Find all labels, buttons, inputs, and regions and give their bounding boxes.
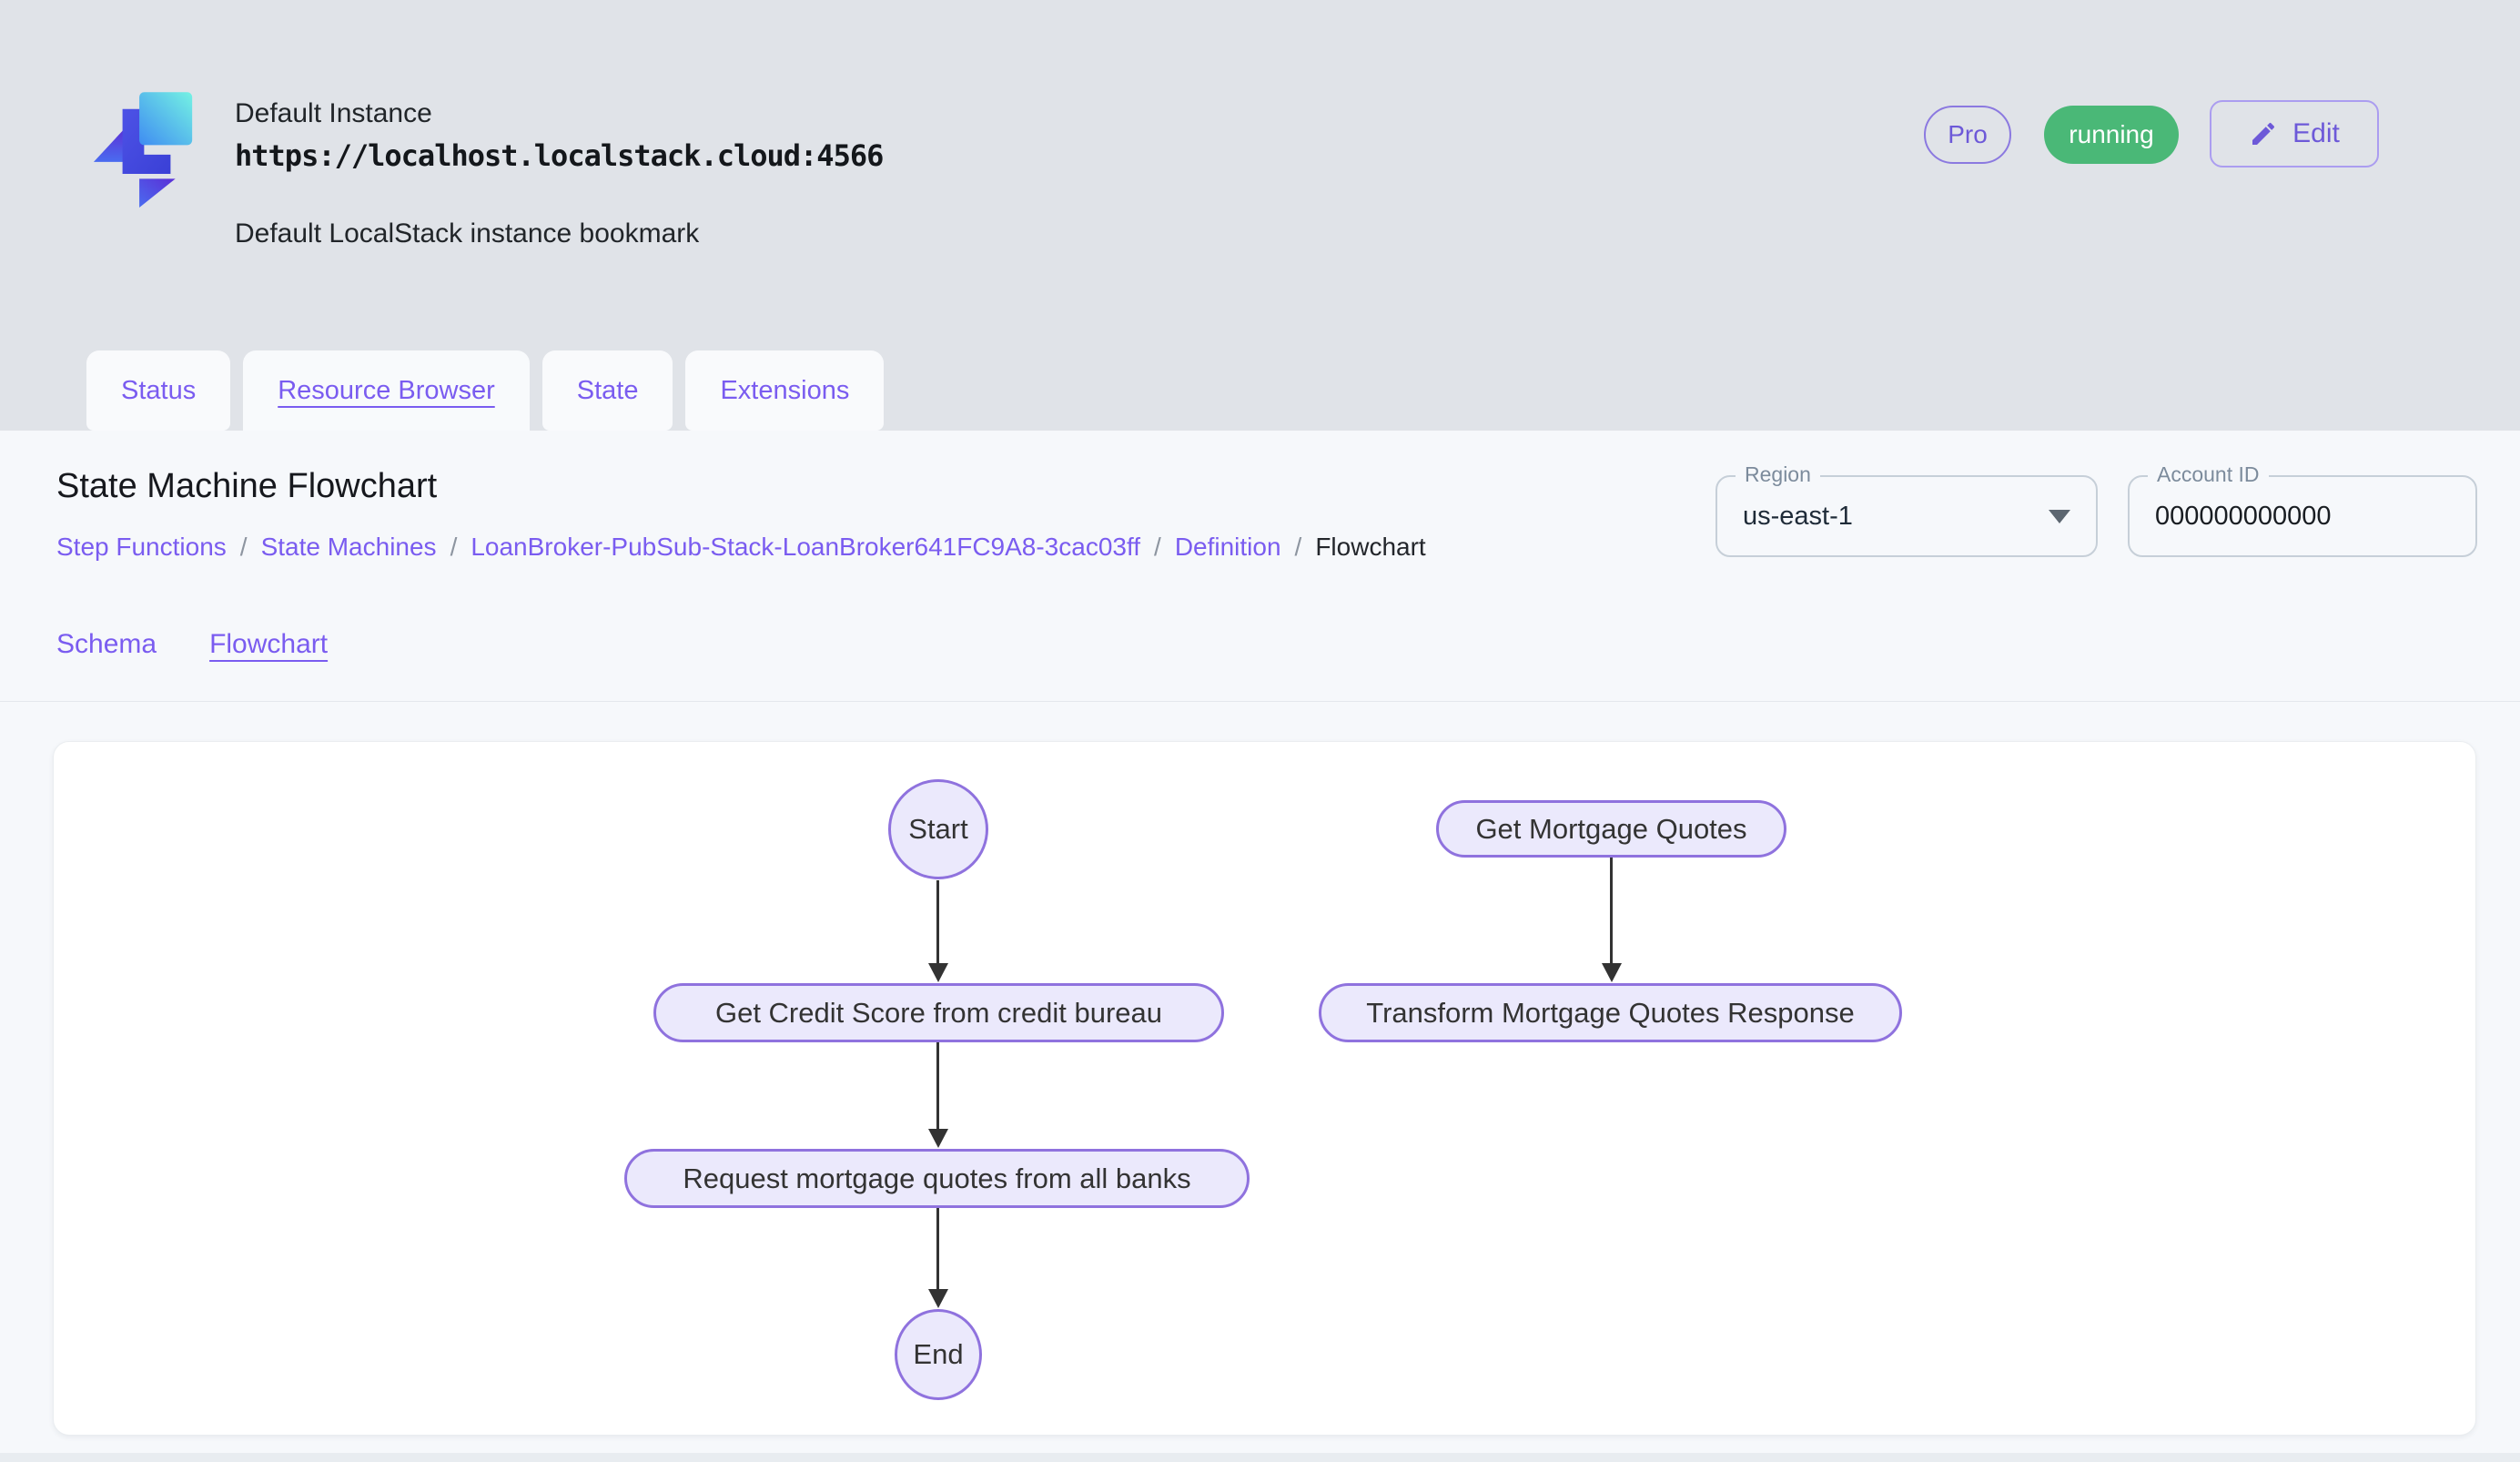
instance-name: Default Instance [235, 98, 432, 128]
page-title: State Machine Flowchart [56, 467, 438, 505]
region-select-value: us-east-1 [1743, 502, 1853, 531]
localstack-logo [86, 87, 207, 208]
flow-node-get-credit-score-label: Get Credit Score from credit bureau [714, 996, 1163, 1029]
breadcrumb-separator: / [1154, 533, 1161, 561]
flow-edge-line [936, 880, 939, 964]
edit-button-label: Edit [2292, 118, 2340, 148]
edit-button[interactable]: Edit [2210, 100, 2379, 168]
flow-node-request-quotes: Request mortgage quotes from all banks [624, 1149, 1250, 1208]
breadcrumb: Step Functions / State Machines / LoanBr… [56, 533, 1426, 562]
tab-extensions-label: Extensions [720, 375, 850, 405]
pro-badge[interactable]: Pro [1924, 106, 2011, 164]
region-select-label: Region [1736, 462, 1820, 487]
flow-node-start: Start [888, 779, 988, 879]
flow-node-request-quotes-label: Request mortgage quotes from all banks [683, 1162, 1191, 1194]
flow-arrowhead-icon [928, 1289, 948, 1308]
tab-extensions[interactable]: Extensions [685, 350, 885, 431]
breadcrumb-step-functions[interactable]: Step Functions [56, 533, 227, 561]
breadcrumb-separator: / [239, 533, 248, 561]
account-id-label: Account ID [2148, 462, 2269, 487]
instance-description: Default LocalStack instance bookmark [235, 218, 700, 249]
flow-node-get-credit-score: Get Credit Score from credit bureau [653, 983, 1224, 1042]
instance-url: https://localhost.localstack.cloud:4566 [235, 138, 884, 173]
breadcrumb-state-machines[interactable]: State Machines [260, 533, 437, 561]
subtab-flowchart[interactable]: Flowchart [209, 629, 329, 659]
flow-arrowhead-icon [928, 963, 948, 982]
flow-edge-line [1610, 858, 1613, 964]
tab-status-label: Status [121, 375, 197, 405]
flow-node-start-label: Start [908, 813, 968, 845]
breadcrumb-separator: / [1294, 533, 1302, 561]
region-select[interactable]: Region us-east-1 [1715, 462, 2098, 557]
content-panel: State Machine Flowchart Step Functions /… [0, 431, 2520, 1462]
definition-subtabs: Schema Flowchart [56, 629, 328, 665]
main-tab-bar: Status Resource Browser State Extensions [86, 350, 885, 431]
breadcrumb-state-machine-id[interactable]: LoanBroker-PubSub-Stack-LoanBroker641FC9… [471, 533, 1141, 561]
breadcrumb-separator: / [450, 533, 458, 561]
breadcrumb-definition[interactable]: Definition [1174, 533, 1281, 561]
breadcrumb-flowchart: Flowchart [1315, 533, 1426, 561]
pencil-icon [2252, 122, 2275, 145]
status-badge: running [2044, 106, 2179, 164]
flow-arrowhead-icon [928, 1129, 948, 1148]
flowchart-card: Start Get Credit Score from credit burea… [53, 741, 2476, 1436]
flow-node-get-mortgage-quotes: Get Mortgage Quotes [1436, 800, 1786, 858]
flow-node-end: End [895, 1309, 982, 1400]
tab-state-label: State [576, 375, 639, 405]
flow-node-get-mortgage-quotes-label: Get Mortgage Quotes [1475, 812, 1747, 845]
pro-badge-label: Pro [1948, 120, 1988, 148]
flow-arrowhead-icon [1602, 963, 1622, 982]
flow-node-end-label: End [913, 1338, 964, 1370]
flow-node-transform-response-label: Transform Mortgage Quotes Response [1366, 996, 1855, 1029]
chevron-down-icon [2049, 510, 2070, 523]
tab-status[interactable]: Status [86, 350, 231, 431]
account-id-input[interactable] [2130, 477, 2475, 555]
tab-resource-browser-label: Resource Browser [278, 375, 495, 405]
subtab-schema[interactable]: Schema [56, 629, 157, 659]
tab-resource-browser[interactable]: Resource Browser [243, 350, 530, 431]
section-divider [0, 701, 2520, 702]
tab-state[interactable]: State [541, 350, 673, 431]
flow-edge-line [936, 1042, 939, 1130]
bottom-edge-strip [0, 1453, 2520, 1462]
status-badge-label: running [2069, 120, 2154, 148]
flow-node-transform-response: Transform Mortgage Quotes Response [1319, 983, 1902, 1042]
flow-edge-line [936, 1208, 939, 1290]
account-id-field-wrapper: Account ID [2128, 462, 2477, 557]
